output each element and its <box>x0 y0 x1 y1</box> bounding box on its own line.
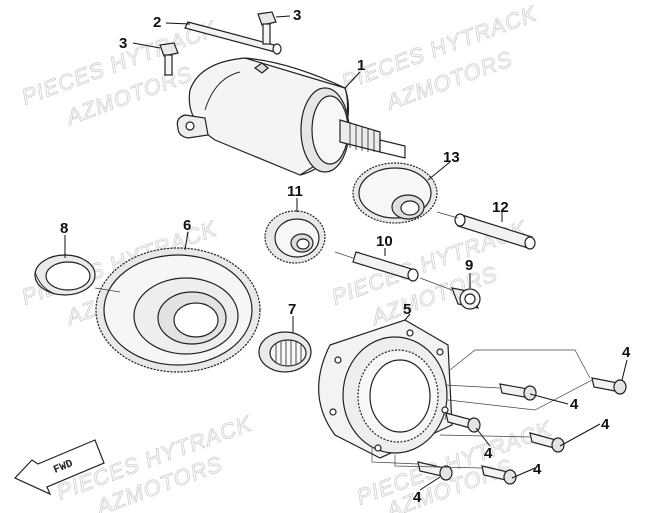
callout-5: 5 <box>403 301 411 318</box>
needle-bearing-7 <box>258 331 312 373</box>
callout-10: 10 <box>376 233 393 250</box>
callout-12: 12 <box>492 199 509 216</box>
callout-13: 13 <box>443 149 460 166</box>
callout-6: 6 <box>183 217 191 234</box>
bolt-4b <box>499 383 537 401</box>
callout-4: 4 <box>622 344 631 361</box>
long-bolt <box>184 21 282 55</box>
callout-3: 3 <box>119 35 127 52</box>
bolt-4e <box>417 461 453 481</box>
one-way-clutch-5 <box>318 319 453 459</box>
bolt-4f <box>481 465 517 485</box>
callout-1: 1 <box>357 57 365 74</box>
callout-4: 4 <box>601 416 610 433</box>
bushing-9 <box>451 287 481 310</box>
callout-4: 4 <box>413 489 422 506</box>
forward-arrow: FWD <box>13 439 105 496</box>
callout-8: 8 <box>60 220 68 237</box>
bolt-4d <box>529 432 565 453</box>
shaft-10 <box>352 251 419 282</box>
bolt-left <box>159 42 179 76</box>
gear-11 <box>264 210 326 264</box>
callout-4: 4 <box>533 461 542 478</box>
callout-labels: 1 2 3 3 13 12 11 10 9 8 6 7 5 4 4 4 4 4 … <box>60 7 631 506</box>
gear-13 <box>352 162 438 224</box>
starter-motor <box>176 57 406 176</box>
ring-8 <box>34 254 96 296</box>
callout-7: 7 <box>288 301 296 318</box>
callout-4: 4 <box>484 445 493 462</box>
guide-lines <box>94 211 593 469</box>
forward-arrow-icon <box>13 439 105 496</box>
callout-4: 4 <box>570 396 579 413</box>
leader-lines <box>64 15 628 491</box>
shaft-12 <box>454 213 536 250</box>
callout-11: 11 <box>287 183 303 200</box>
callout-2: 2 <box>153 14 161 31</box>
bolt-4c <box>445 412 481 433</box>
callout-3: 3 <box>293 7 301 24</box>
large-gear-6 <box>95 247 261 373</box>
callout-9: 9 <box>465 257 473 274</box>
bolt-top <box>257 11 277 45</box>
bolt-4a <box>591 377 627 395</box>
